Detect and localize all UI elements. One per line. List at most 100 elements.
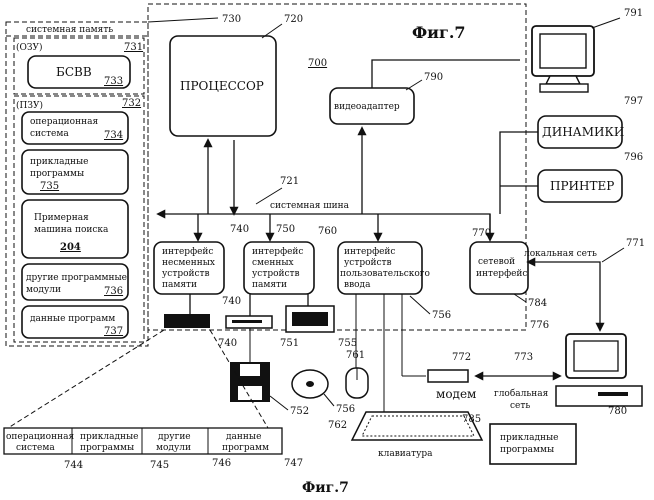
modem-icon bbox=[428, 370, 468, 382]
rom-item: другие программные модули 736 bbox=[22, 264, 128, 300]
bios-label: БСВВ bbox=[56, 65, 92, 79]
speakers-number: 797 bbox=[624, 96, 643, 107]
iface-line: сетевой bbox=[478, 257, 515, 267]
rom-item-line: Примерная bbox=[34, 213, 89, 223]
hdd-icon bbox=[164, 314, 210, 328]
strip-guide-left bbox=[8, 330, 164, 428]
cdrom-drive-icon bbox=[286, 306, 334, 332]
iface-line: памяти bbox=[252, 280, 287, 290]
monitor-icon bbox=[532, 26, 594, 92]
video-adapter-label: видеоадаптер bbox=[334, 102, 400, 112]
keyboard-label: клавиатура bbox=[378, 449, 433, 459]
rom-item-line: операционная bbox=[30, 117, 98, 127]
remote-apps-number: 785 bbox=[462, 414, 481, 425]
strip-cell-line: программы bbox=[80, 443, 134, 453]
remote-apps-label: прикладные bbox=[500, 433, 559, 443]
system-memory-number: 730 bbox=[222, 14, 241, 25]
mouse-icon bbox=[346, 368, 368, 398]
cd-number: 756 bbox=[336, 404, 355, 415]
rom-item-number: 204 bbox=[60, 242, 81, 253]
figure-title-top: Фиг.7 bbox=[412, 23, 466, 42]
iface-line: ввода bbox=[344, 280, 371, 290]
iface-number: 750 bbox=[276, 224, 295, 235]
wan-number: 773 bbox=[514, 352, 533, 363]
leader-784 bbox=[514, 294, 526, 302]
system-bus-label: системная шина bbox=[270, 201, 350, 211]
iface-line: устройств bbox=[252, 269, 300, 279]
rom-item-number: 736 bbox=[104, 286, 123, 297]
processor-number: 720 bbox=[284, 14, 303, 25]
rom-item-line: данные программ bbox=[30, 314, 115, 324]
rom-item-line: машина поиска bbox=[34, 225, 109, 235]
rom-item-line: система bbox=[30, 129, 69, 139]
hdd-number-b: 740 bbox=[218, 338, 237, 349]
iface-line: интерфейс bbox=[344, 247, 395, 257]
leader-752 bbox=[270, 396, 288, 410]
speakers-link bbox=[500, 132, 538, 214]
strip-number: 745 bbox=[150, 460, 169, 471]
rom-item-line: модули bbox=[26, 285, 61, 295]
iface-line: интерфейс bbox=[476, 269, 527, 279]
leader-771 bbox=[602, 248, 624, 262]
leader-756 bbox=[410, 296, 430, 314]
leader-730 bbox=[148, 18, 218, 22]
modem-number: 772 bbox=[452, 352, 471, 363]
rom-item: прикладные программы 735 bbox=[22, 150, 128, 194]
speakers-label: ДИНАМИКИ bbox=[542, 125, 624, 139]
video-adapter-number: 790 bbox=[424, 72, 443, 83]
rom-label: (ПЗУ) bbox=[16, 100, 43, 111]
remote-pc-number: 776 bbox=[530, 320, 549, 331]
floppy-drive-icon bbox=[226, 316, 272, 328]
storage-strip: операционная система прикладные программ… bbox=[4, 428, 282, 454]
interface-nonremovable: интерфейс несменных устройств памяти bbox=[154, 242, 224, 294]
iface-line: памяти bbox=[162, 280, 197, 290]
wan-label: глобальная bbox=[494, 388, 549, 399]
strip-cell-line: данные bbox=[226, 432, 261, 442]
rom-item-line: другие программные bbox=[26, 273, 127, 283]
strip-number: 746 bbox=[212, 458, 231, 469]
strip-cell-line: операционная bbox=[6, 432, 74, 442]
bios-number: 733 bbox=[104, 76, 123, 87]
user-iface-number-b: 756 bbox=[432, 310, 451, 321]
leader-720 bbox=[262, 24, 282, 38]
cd-disc-icon bbox=[292, 370, 328, 398]
hdd-number-a: 740 bbox=[222, 296, 241, 307]
processor-label: ПРОЦЕССОР bbox=[180, 79, 264, 93]
leader-791 bbox=[592, 18, 620, 28]
rom-item: данные программ 737 bbox=[22, 306, 128, 338]
system-memory-label: системная память bbox=[26, 25, 113, 35]
interface-removable: интерфейс сменных устройств памяти bbox=[244, 242, 314, 294]
rom-item-number: 734 bbox=[104, 130, 123, 141]
lan-label: локальная сеть bbox=[524, 249, 597, 259]
leader-cd bbox=[324, 394, 334, 406]
strip-number: 747 bbox=[284, 458, 303, 469]
strip-cell-line: система bbox=[16, 443, 55, 453]
wan-label: сеть bbox=[510, 401, 530, 411]
rom-item: Примерная машина поиска 204 bbox=[22, 200, 128, 258]
rom-number: 732 bbox=[122, 98, 141, 109]
floppy-disk-icon bbox=[230, 362, 270, 402]
iface-line: интерфейс bbox=[162, 247, 213, 257]
floppy-number: 752 bbox=[290, 406, 309, 417]
strip-cell-line: программ bbox=[222, 443, 269, 453]
iface-line: пользовательского bbox=[340, 269, 430, 279]
iface-line: интерфейс bbox=[252, 247, 303, 257]
rom-item-line: программы bbox=[30, 169, 84, 179]
iface-line: несменных bbox=[162, 258, 215, 268]
rom-item-line: прикладные bbox=[30, 157, 89, 167]
rom-item-number: 735 bbox=[40, 181, 59, 192]
cdrom-number: 755 bbox=[338, 338, 357, 349]
iface-line: сменных bbox=[252, 258, 294, 268]
iface-number: 770 bbox=[472, 228, 491, 239]
remote-apps-label: программы bbox=[500, 445, 554, 455]
leader-790 bbox=[406, 80, 422, 90]
interface-user-input: интерфейс устройств пользовательского вв… bbox=[338, 242, 430, 294]
strip-cell-line: другие bbox=[158, 432, 191, 442]
strip-number: 744 bbox=[64, 460, 83, 471]
strip-cell-line: модули bbox=[156, 443, 191, 453]
remote-tower-number: 780 bbox=[608, 406, 627, 417]
interface-network: сетевой интерфейс bbox=[470, 242, 528, 294]
printer-number: 796 bbox=[624, 152, 643, 163]
iface-line: устройств bbox=[162, 269, 210, 279]
